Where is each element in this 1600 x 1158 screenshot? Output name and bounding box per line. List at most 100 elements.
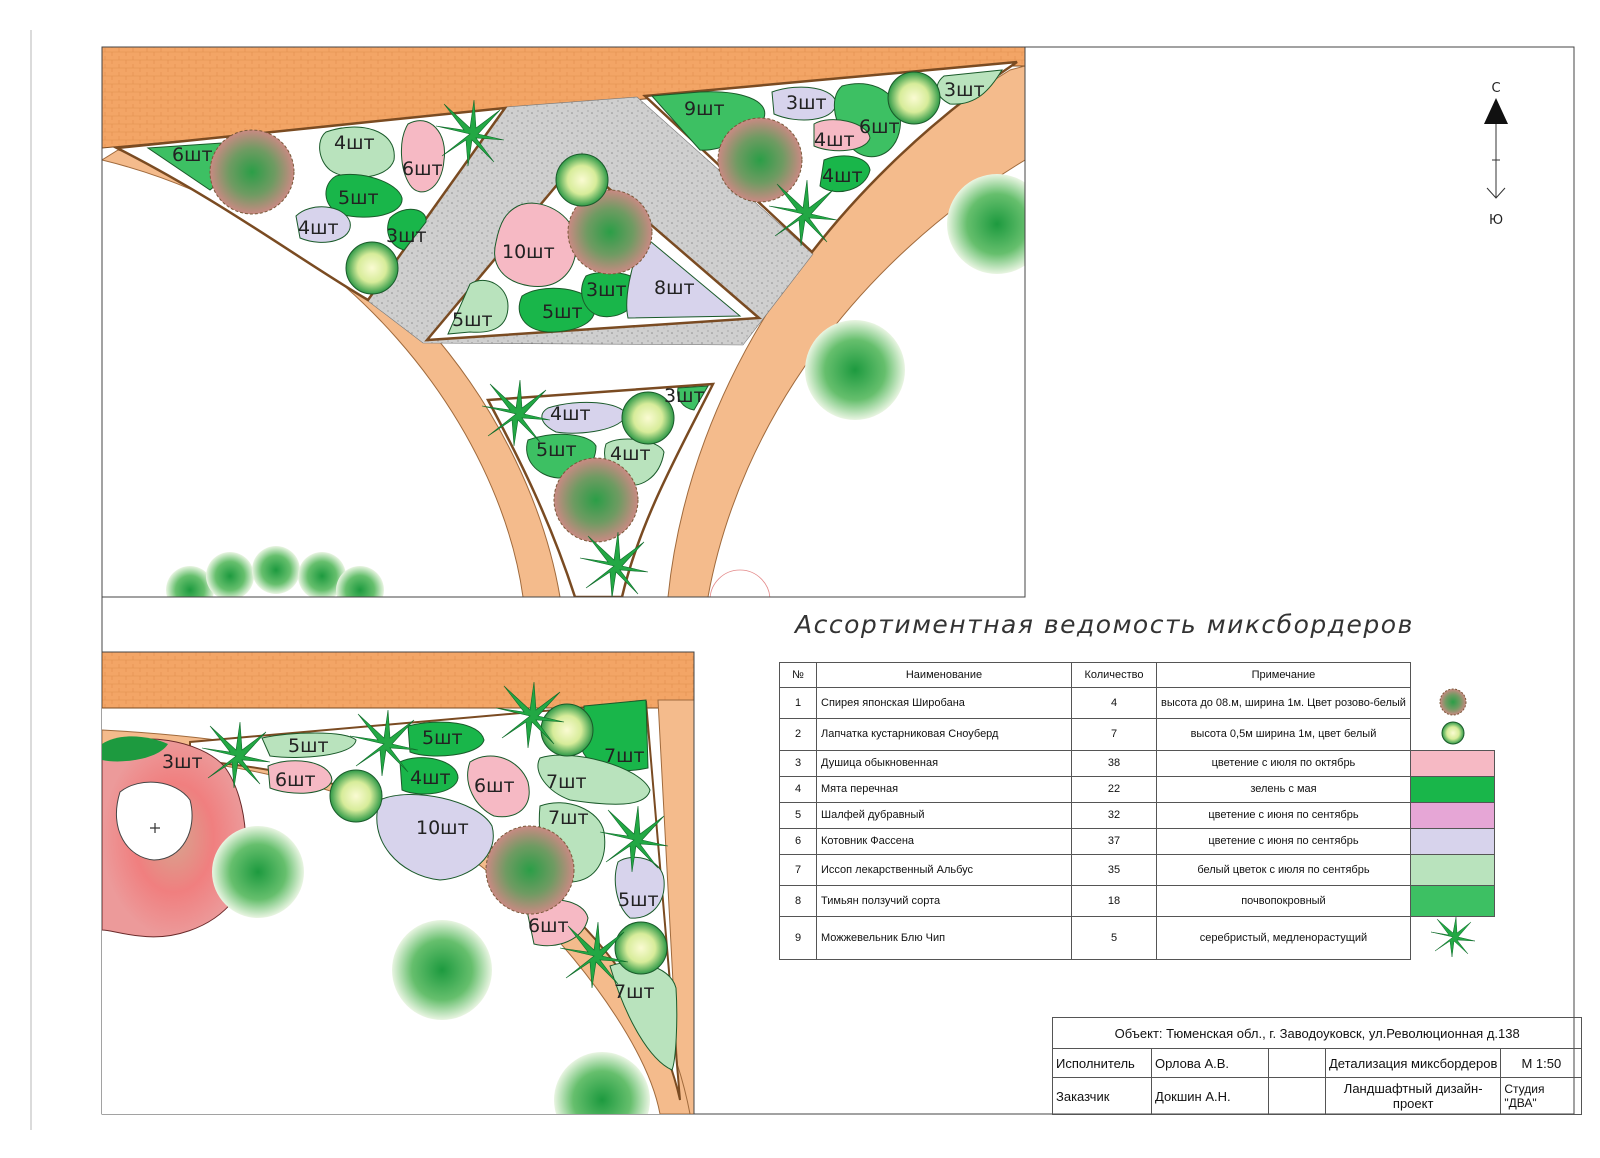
executor-name: Орлова А.В. <box>1151 1048 1269 1078</box>
bed-label: 3шт <box>162 751 203 773</box>
bottom-plan-labels: 3шт 5шт 5шт 7шт 6шт 4шт 6шт 7шт 10шт 7шт… <box>162 727 659 1003</box>
brick-wall <box>102 652 694 709</box>
color-swatch <box>1409 775 1496 803</box>
color-swatch <box>1409 801 1496 829</box>
bed-label: 8шт <box>654 277 695 299</box>
bed-label: 4шт <box>610 443 651 465</box>
cell-number: 5 <box>779 801 817 829</box>
cell-quantity: 32 <box>1071 801 1157 829</box>
title-block: Объект: Тюменская обл., г. Заводоуковск,… <box>1051 1017 1583 1115</box>
cell-quantity: 5 <box>1071 915 1157 960</box>
cell-quantity: 7 <box>1071 718 1157 751</box>
color-swatch <box>1409 749 1496 777</box>
cell-quantity: 38 <box>1071 749 1157 777</box>
bed-label: 5шт <box>288 735 329 757</box>
ball-shrub-icon <box>1410 719 1495 751</box>
cell-number: 1 <box>779 687 817 719</box>
large-tree-icon <box>102 736 247 938</box>
top-plan: 6шт 4шт 6шт 5шт 4шт 3шт 9шт 3шт 3шт 4шт … <box>102 47 1025 597</box>
empty-cell <box>1268 1077 1326 1115</box>
color-swatch <box>1409 853 1496 886</box>
cell-note: цветение с июля по октябрь <box>1156 749 1411 777</box>
customer-name: Докшин А.Н. <box>1151 1077 1269 1115</box>
customer-label: Заказчик <box>1052 1077 1152 1115</box>
juniper-icon <box>1410 916 1495 960</box>
color-swatch <box>1409 884 1496 917</box>
sheet-detail: Детализация миксбордеров <box>1324 1048 1502 1078</box>
table-header: № Наименование Количество Примечание <box>779 662 1495 688</box>
studio-name: Студия "ДВА" <box>1500 1077 1583 1115</box>
bed-label: 4шт <box>298 217 339 239</box>
cell-name: Лапчатка кустарниковая Сноуберд <box>816 718 1072 751</box>
compass-north: С <box>1491 81 1500 96</box>
bed-label: 5шт <box>422 727 463 749</box>
cell-number: 9 <box>779 915 817 960</box>
bed-label: 5шт <box>536 439 577 461</box>
cell-number: 7 <box>779 853 817 886</box>
bed-label: 6шт <box>528 915 569 937</box>
cell-number: 8 <box>779 884 817 917</box>
brick-wall <box>102 47 1025 149</box>
cell-quantity: 22 <box>1071 775 1157 803</box>
cell-name: Можжевельник Блю Чип <box>816 915 1072 960</box>
juniper-icon <box>435 99 838 597</box>
spirea-shrub-icon <box>485 825 575 915</box>
tree-icon <box>212 826 650 1114</box>
col-swatch <box>1410 663 1495 688</box>
shrub-icon <box>1410 688 1495 719</box>
object-address: Объект: Тюменская обл., г. Заводоуковск,… <box>1051 1017 1583 1049</box>
bed-label: 10шт <box>502 241 555 263</box>
cell-note: высота 0,5м ширина 1м, цвет белый <box>1156 718 1411 751</box>
bed-label: 4шт <box>814 129 855 151</box>
bed-label: 4шт <box>334 132 375 154</box>
cell-number: 6 <box>779 827 817 855</box>
bed-label: 7шт <box>604 745 645 767</box>
cell-note: высота до 08.м, ширина 1м. Цвет розово-б… <box>1156 687 1411 719</box>
cell-number: 3 <box>779 749 817 777</box>
empty-cell <box>1268 1048 1326 1078</box>
bed-label: 3шт <box>386 225 427 247</box>
col-note: Примечание <box>1156 662 1411 688</box>
cell-note: зелень с мая <box>1156 775 1411 803</box>
top-plan-labels: 6шт 4шт 6шт 5шт 4шт 3шт 9шт 3шт 3шт 4шт … <box>172 79 985 465</box>
bed-label: 6шт <box>172 144 213 166</box>
cell-note: почвопокровный <box>1156 884 1411 917</box>
executor-label: Исполнитель <box>1052 1048 1152 1078</box>
bed-label: 4шт <box>550 403 591 425</box>
bed-label: 5шт <box>618 889 659 911</box>
bed-label: 6шт <box>402 158 443 180</box>
cell-name: Иссоп лекарственный Альбус <box>816 853 1072 886</box>
bed-label: 7шт <box>614 981 655 1003</box>
bed-label: 5шт <box>338 187 379 209</box>
bed-label: 10шт <box>416 817 469 839</box>
bed-label: 3шт <box>944 79 985 101</box>
bed-label: 3шт <box>786 92 827 114</box>
cell-quantity: 35 <box>1071 853 1157 886</box>
cell-name: Тимьян ползучий сорта <box>816 884 1072 917</box>
color-swatch <box>1409 827 1496 855</box>
cell-quantity: 4 <box>1071 687 1157 719</box>
cell-quantity: 18 <box>1071 884 1157 917</box>
potentilla-ball-icon <box>329 703 668 975</box>
cell-number: 4 <box>779 775 817 803</box>
cell-note: серебристый, медленорастущий <box>1156 915 1411 960</box>
bed-label: 3шт <box>586 279 627 301</box>
bed-label: 7шт <box>546 771 587 793</box>
spirea-shrub-icon <box>209 117 803 543</box>
cell-quantity: 37 <box>1071 827 1157 855</box>
path-right <box>657 699 694 1114</box>
bed-label: 6шт <box>859 116 900 138</box>
cell-name: Шалфей дубравный <box>816 801 1072 829</box>
sheet-title: Ассортиментная ведомость миксбордеров <box>795 610 1414 639</box>
bed-label: 6шт <box>474 775 515 797</box>
scale: М 1:50 <box>1500 1048 1583 1078</box>
bed-label: 5шт <box>452 309 493 331</box>
